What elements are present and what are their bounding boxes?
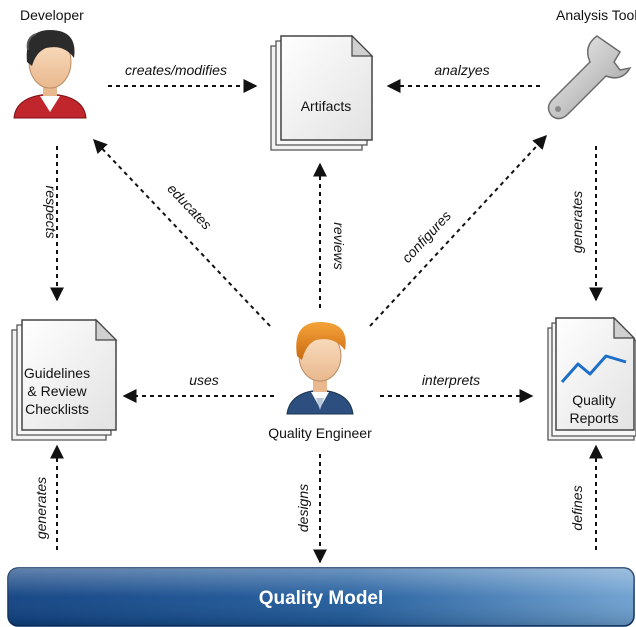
report-chart-line [560, 354, 627, 383]
developer-label: Developer [20, 7, 84, 23]
chart-report-icon [547, 316, 636, 441]
edge-label-educates: educates [164, 180, 215, 232]
edge-label-reviews: reviews [331, 222, 347, 269]
guidelines-label-line1: Guidelines [24, 365, 90, 381]
developer-icon [13, 30, 87, 119]
guidelines-label-line3: Checklists [25, 401, 89, 417]
quality-model-label: Quality Model [259, 588, 384, 609]
quality-reports-label-line1: Quality [572, 392, 616, 408]
edge-label-configures: configures [399, 207, 455, 265]
edge-label-creates-modifies: creates/modifies [125, 62, 227, 78]
document-stack-icon [270, 34, 374, 151]
edge-label-defines: defines [569, 485, 585, 530]
edge-label-uses: uses [189, 372, 219, 388]
edge-label-designs: designs [295, 484, 311, 532]
edge-label-analyzes: analzyes [434, 62, 489, 78]
analysis-tool-label: Analysis Tool [556, 7, 636, 23]
edge-label-generates-reports: generates [569, 191, 585, 253]
quality-model-bar [7, 567, 635, 627]
quality-engineer-label: Quality Engineer [268, 425, 372, 441]
edge-label-respects: respects [43, 186, 59, 239]
wrench-icon [547, 35, 632, 120]
arrow-configures [369, 134, 547, 327]
quality-engineer-icon [286, 322, 354, 415]
artifacts-label: Artifacts [301, 98, 352, 114]
edge-label-generates-guidelines: generates [33, 477, 49, 539]
document-stack-icon [11, 318, 118, 441]
arrow-educates [93, 138, 271, 327]
guidelines-label-line2: & Review [27, 383, 87, 399]
edge-label-interprets: interprets [422, 372, 480, 388]
quality-reports-label-line2: Reports [569, 410, 618, 426]
